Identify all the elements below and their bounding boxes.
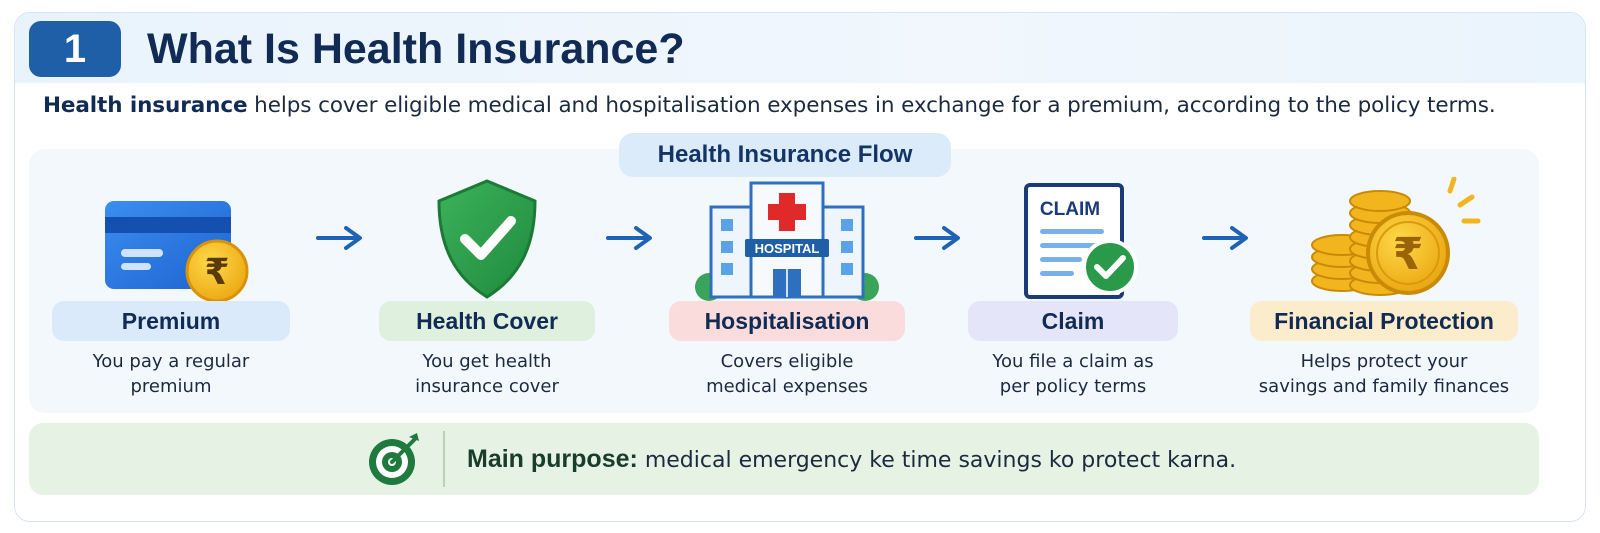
step-pill: Financial Protection (1250, 301, 1518, 341)
purpose-body: medical emergency ke time savings ko pro… (637, 448, 1237, 473)
intro-bold: Health insurance (43, 93, 248, 118)
rupee-coins-icon: ₹ (1311, 177, 1481, 296)
step-number-badge: 1 (29, 21, 121, 77)
svg-text:HOSPITAL: HOSPITAL (755, 241, 820, 256)
step-pill: Health Cover (379, 301, 595, 341)
target-icon (369, 433, 419, 485)
shield-check-icon (437, 179, 537, 299)
flow-step-hospitalisation: HOSPITAL Hospitalisation Covers eligible… (647, 173, 927, 413)
claim-document-icon: CLAIM (1024, 183, 1138, 299)
step-pill: Hospitalisation (669, 301, 905, 341)
svg-text:CLAIM: CLAIM (1040, 199, 1100, 220)
info-card: 1 What Is Health Insurance? Health insur… (14, 12, 1586, 522)
hospital-icon: HOSPITAL (695, 181, 879, 301)
step-pill: Premium (52, 301, 290, 341)
credit-card-rupee-icon: ₹ (105, 201, 249, 301)
arrow-right-icon (1202, 226, 1248, 250)
purpose-divider (443, 431, 445, 487)
flow-title: Health Insurance Flow (619, 133, 951, 177)
svg-text:₹: ₹ (204, 252, 229, 293)
intro-rest: helps cover eligible medical and hospita… (247, 93, 1496, 118)
flow-step-financial-protection: ₹ Financial Protection Helps protect you… (1239, 173, 1529, 413)
purpose-label: Main purpose: (467, 445, 638, 473)
arrow-right-icon (914, 226, 960, 250)
main-purpose-bar: Main purpose: medical emergency ke time … (29, 423, 1539, 495)
header-bar: 1 What Is Health Insurance? (15, 13, 1585, 83)
arrow-right-icon (606, 226, 652, 250)
svg-text:₹: ₹ (1393, 229, 1424, 280)
purpose-text: Main purpose: medical emergency ke time … (467, 423, 1236, 495)
intro-text: Health insurance helps cover eligible me… (43, 93, 1573, 118)
step-pill: Claim (968, 301, 1178, 341)
page-title: What Is Health Insurance? (147, 25, 685, 73)
arrow-right-icon (316, 226, 362, 250)
